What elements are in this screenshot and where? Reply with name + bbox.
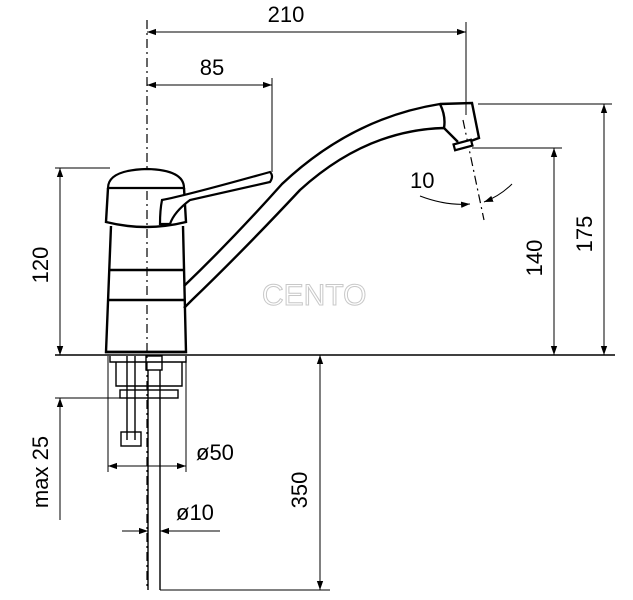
hose-length-label: 350	[287, 472, 312, 509]
dimension-base-diameter: ø50	[107, 356, 234, 472]
dimension-spout-height: 140	[472, 147, 562, 355]
lever-handle	[158, 170, 274, 226]
lever-label: 85	[200, 55, 224, 80]
dimension-max-thickness: max 25	[28, 335, 120, 520]
base-diameter-label: ø50	[196, 440, 234, 465]
dimension-reach: 210	[147, 2, 467, 115]
watermark-logo: CENTO	[262, 279, 366, 312]
dimension-hose-length: 350	[160, 355, 330, 591]
total-height-label: 175	[572, 216, 597, 253]
spout-height-label: 140	[522, 240, 547, 277]
dimension-body-height: 120	[28, 167, 110, 355]
dimension-hose-diameter: ø10	[122, 500, 220, 535]
dimension-lever: 85	[147, 55, 273, 172]
dimension-angle: 10	[410, 168, 513, 208]
faucet-body	[104, 225, 188, 354]
spout-axis-line	[462, 119, 485, 221]
body-height-label: 120	[28, 247, 53, 284]
spout	[183, 101, 481, 309]
hose-diameter-label: ø10	[176, 500, 214, 525]
mounting-hardware	[109, 355, 187, 590]
angle-label: 10	[410, 168, 434, 193]
max-thickness-label: max 25	[28, 436, 53, 508]
dimension-total-height: 175	[478, 103, 612, 355]
reach-label: 210	[268, 2, 305, 27]
faucet-cap	[104, 167, 188, 229]
